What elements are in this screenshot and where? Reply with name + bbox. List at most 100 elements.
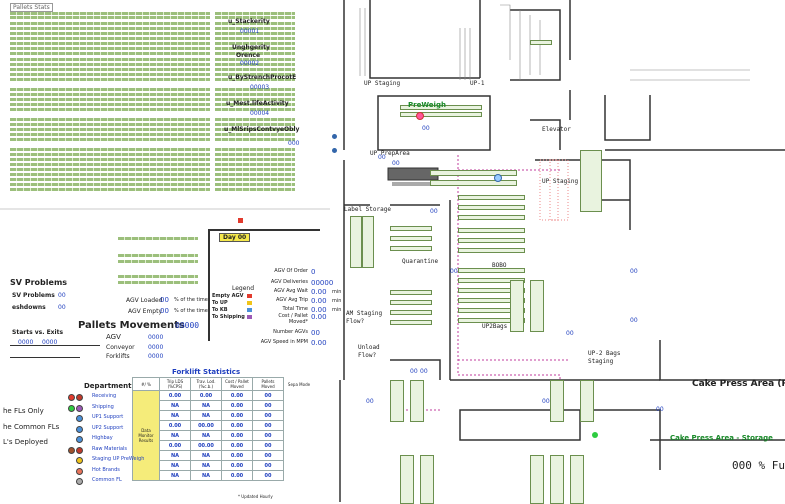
rack-row — [215, 78, 295, 81]
map-counter: 00 — [630, 317, 638, 324]
map-label-preweigh: PreWeigh — [408, 101, 446, 109]
map-rack — [580, 380, 594, 422]
rack-row — [10, 73, 210, 76]
rack-row — [215, 37, 295, 40]
agv-stat-value: 0.00 — [311, 313, 327, 321]
forklift-cell: NA — [159, 470, 191, 481]
forklift-cell: 00 — [252, 460, 284, 471]
rack-row — [10, 88, 210, 91]
map-label-up-staging: UP Staging — [364, 80, 401, 87]
department-color-dot — [76, 404, 83, 412]
agv-stat-label: AGV Speed in MPM — [260, 339, 308, 345]
forklift-cell: NA — [190, 450, 222, 461]
footnote: * Updated Hourly — [238, 494, 273, 499]
forklift-cell: NA — [190, 410, 222, 421]
starts-exits-title: Starts vs. Exits — [12, 329, 64, 336]
map-counter: 00 — [392, 160, 400, 167]
agv-marker — [332, 148, 337, 153]
rack-row — [215, 47, 295, 50]
rack-row — [10, 153, 210, 156]
forklift-column-header: Trip LDS (%CPS) — [159, 377, 191, 391]
rack-row — [215, 133, 295, 136]
department-name: Common FL — [92, 477, 122, 483]
rack-row — [215, 32, 295, 35]
map-rack — [458, 228, 525, 233]
map-rack — [390, 226, 432, 231]
map-rack — [458, 288, 525, 293]
forklift-cell: 00 — [252, 430, 284, 441]
rack-row — [10, 188, 210, 191]
legend-swatch — [247, 308, 252, 312]
legend-swatch — [247, 301, 252, 305]
forklift-column-header: Pallets Moved — [252, 377, 284, 391]
department-color-dot — [76, 436, 83, 443]
forklift-cell: NA — [190, 400, 222, 411]
map-counter: 00 — [420, 368, 428, 375]
map-counter: 00 — [542, 398, 550, 405]
map-rack — [458, 268, 525, 273]
rack-row — [10, 103, 210, 106]
agv-loaded-value: 00 — [160, 296, 169, 304]
agv-stat-label: AGV Avg Trip — [275, 297, 308, 303]
rack-row — [10, 47, 210, 50]
forklift-column-header: #/ % — [132, 377, 160, 391]
department-name: Staging UP PreWeigh — [92, 456, 145, 462]
map-rack — [390, 300, 432, 305]
rack-row — [10, 16, 210, 19]
map-rack — [390, 236, 432, 241]
forklift-cell: 0.00 — [221, 460, 253, 471]
rack-row — [215, 158, 295, 161]
forklift-cell: 0.00 — [159, 390, 191, 401]
rack-row — [118, 275, 198, 278]
forklift-cell: 0.00 — [159, 420, 191, 431]
pm-agv-value: 0000 — [148, 334, 164, 341]
department-color-dot — [68, 446, 75, 454]
forklift-cell: 00 — [252, 450, 284, 461]
department-name: Raw Materials — [92, 445, 128, 452]
rack-row — [10, 98, 210, 101]
forklift-cell: 0.00 — [221, 470, 253, 481]
percent-full: 000 % Fu — [732, 459, 785, 472]
legend-swatch — [247, 294, 252, 298]
rack-row — [215, 73, 295, 76]
rack-row — [10, 68, 210, 71]
agv-stat-label: AGV Of Order — [274, 268, 308, 274]
agv-stat-label: AGV Deliveries — [270, 279, 308, 285]
department-color-dot — [76, 478, 83, 485]
legend-item-label: To UP — [212, 300, 228, 306]
map-counter: 00 — [410, 368, 418, 375]
rack-label: u_Mest.lifeActivity — [226, 100, 289, 107]
left-note: L's Deployed — [3, 438, 48, 446]
department-name: Shipping — [92, 403, 114, 410]
rack-row — [10, 168, 210, 171]
rack-row — [10, 93, 210, 96]
legend-item-label: To KB — [212, 307, 228, 313]
rack-label: u_Stackerity — [228, 18, 270, 25]
forklift-cell: 00.00 — [190, 440, 222, 451]
preweigh-marker — [416, 112, 424, 120]
sv-row-label: SV Problems — [12, 292, 55, 299]
forklift-cell: 0.00 — [159, 440, 191, 451]
rack-row — [10, 78, 210, 81]
forklift-cell: 00 — [252, 420, 284, 431]
map-counter: 00 — [566, 330, 574, 337]
wall — [208, 229, 320, 231]
map-rack — [530, 40, 552, 45]
forklift-cell: 0.00 — [221, 450, 253, 461]
map-counter: 00 — [422, 125, 430, 132]
rack-row — [215, 98, 295, 101]
pm-conveyor-value: 0000 — [148, 344, 164, 351]
map-rack — [458, 238, 525, 243]
forklift-cell: 00 — [252, 400, 284, 411]
rack-row — [10, 27, 210, 30]
rack-row — [215, 173, 295, 176]
forklift-cell: NA — [190, 430, 222, 441]
department-color-dot — [68, 394, 75, 401]
rack-row — [215, 63, 295, 66]
legend-title: Legend — [232, 285, 255, 292]
rack-row — [215, 52, 295, 55]
forklift-cell: NA — [159, 410, 191, 421]
map-label-up2-bags-staging: UP-2 Bags Staging — [588, 350, 621, 365]
